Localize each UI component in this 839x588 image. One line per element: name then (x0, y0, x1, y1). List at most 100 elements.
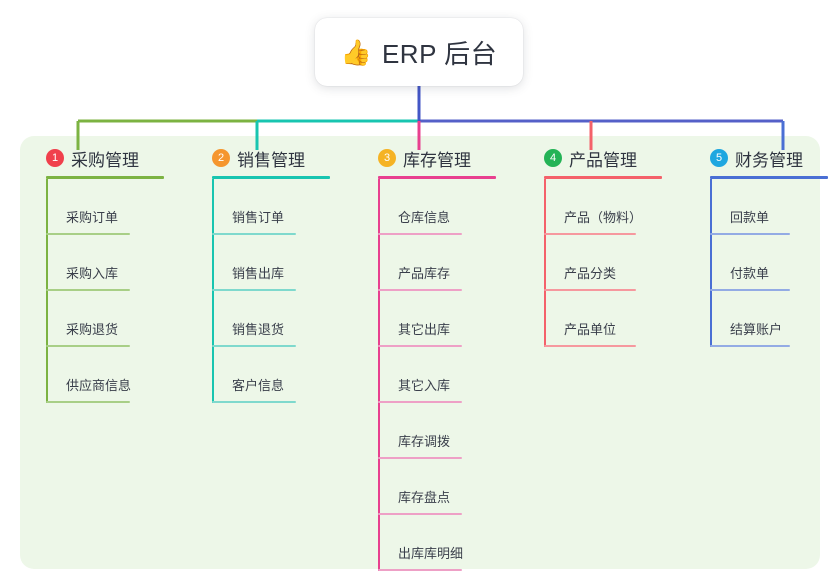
column-title: 采购管理 (71, 150, 139, 170)
list-item-label: 产品库存 (398, 266, 451, 281)
column-1: 1 采购管理采购订单采购入库采购退货供应商信息 (30, 146, 192, 403)
column-spine (544, 179, 546, 347)
column-spine (710, 179, 712, 347)
column-spine (46, 179, 48, 403)
list-item-rule (378, 457, 462, 459)
list-item-rule (46, 289, 130, 291)
list-item[interactable]: 其它入库 (362, 347, 530, 403)
number-badge-icon: 5 (710, 149, 728, 167)
column-5: 5 财务管理回款单付款单结算账户 (694, 146, 828, 347)
number-badge-icon: 1 (46, 149, 64, 167)
list-item-label: 结算账户 (730, 322, 783, 337)
list-item[interactable]: 出库库明细 (362, 515, 530, 571)
list-item-label: 采购订单 (66, 210, 119, 225)
list-item-rule (378, 289, 462, 291)
column-3: 3 库存管理仓库信息产品库存其它出库其它入库库存调拨库存盘点出库库明细 (362, 146, 530, 571)
list-item-rule (378, 345, 462, 347)
list-item-rule (710, 289, 790, 291)
list-item[interactable]: 产品库存 (362, 235, 530, 291)
column-title: 库存管理 (403, 150, 471, 170)
column-title: 产品管理 (569, 150, 637, 170)
list-item-label: 其它出库 (398, 322, 451, 337)
list-item-rule (46, 233, 130, 235)
column-header-rule (710, 176, 828, 179)
list-item[interactable]: 销售退货 (196, 291, 358, 347)
list-item-rule (378, 569, 462, 571)
list-item-label: 库存调拨 (398, 434, 451, 449)
column-header-rule (544, 176, 662, 179)
list-item-rule (378, 401, 462, 403)
thumbs-up-icon: 👍 (340, 38, 372, 67)
list-item-label: 销售退货 (232, 322, 285, 337)
column-header-5[interactable]: 5 财务管理 (694, 146, 824, 170)
list-item-label: 付款单 (730, 266, 770, 281)
column-4: 4 产品管理产品（物料） 产品分类产品单位 (528, 146, 696, 347)
list-item-label: 产品（物料） (564, 210, 643, 225)
list-item-label: 仓库信息 (398, 210, 451, 225)
list-item[interactable]: 采购订单 (30, 179, 192, 235)
list-item-rule (710, 345, 790, 347)
number-badge-icon: 2 (212, 149, 230, 167)
list-item-rule (378, 233, 462, 235)
column-header-rule (378, 176, 496, 179)
number-badge-icon: 4 (544, 149, 562, 167)
list-item[interactable]: 销售订单 (196, 179, 358, 235)
list-item[interactable]: 产品分类 (528, 235, 696, 291)
list-item-rule (378, 513, 462, 515)
list-item-label: 供应商信息 (66, 378, 132, 393)
column-header-3[interactable]: 3 库存管理 (362, 146, 530, 170)
list-item[interactable]: 产品（物料） (528, 179, 696, 235)
column-header-rule (46, 176, 164, 179)
list-item[interactable]: 其它出库 (362, 291, 530, 347)
list-item[interactable]: 客户信息 (196, 347, 358, 403)
column-title: 销售管理 (237, 150, 305, 170)
list-item-rule (212, 289, 296, 291)
diagram-background-panel (20, 136, 820, 569)
column-header-2[interactable]: 2 销售管理 (196, 146, 358, 170)
column-items-2: 销售订单销售出库销售退货客户信息 (196, 179, 358, 403)
column-items-3: 仓库信息产品库存其它出库其它入库库存调拨库存盘点出库库明细 (362, 179, 530, 571)
list-item[interactable]: 采购入库 (30, 235, 192, 291)
list-item[interactable]: 回款单 (694, 179, 824, 235)
list-item-label: 产品单位 (564, 322, 617, 337)
list-item-label: 销售订单 (232, 210, 285, 225)
column-items-5: 回款单付款单结算账户 (694, 179, 824, 347)
column-header-rule (212, 176, 330, 179)
list-item[interactable]: 仓库信息 (362, 179, 530, 235)
list-item-rule (544, 289, 636, 291)
list-item[interactable]: 库存盘点 (362, 459, 530, 515)
column-spine (378, 179, 380, 571)
number-badge-icon: 3 (378, 149, 396, 167)
list-item[interactable]: 产品单位 (528, 291, 696, 347)
list-item-rule (46, 345, 130, 347)
list-item-label: 销售出库 (232, 266, 285, 281)
column-spine (212, 179, 214, 403)
list-item-rule (212, 401, 296, 403)
column-items-1: 采购订单采购入库采购退货供应商信息 (30, 179, 192, 403)
column-header-1[interactable]: 1 采购管理 (30, 146, 192, 170)
column-header-4[interactable]: 4 产品管理 (528, 146, 696, 170)
column-items-4: 产品（物料） 产品分类产品单位 (528, 179, 696, 347)
list-item[interactable]: 库存调拨 (362, 403, 530, 459)
list-item[interactable]: 结算账户 (694, 291, 824, 347)
list-item-label: 回款单 (730, 210, 770, 225)
list-item[interactable]: 销售出库 (196, 235, 358, 291)
list-item[interactable]: 采购退货 (30, 291, 192, 347)
list-item-rule (544, 233, 636, 235)
list-item[interactable]: 付款单 (694, 235, 824, 291)
list-item-label: 采购退货 (66, 322, 119, 337)
root-node-erp-backend[interactable]: 👍 ERP 后台 (315, 18, 523, 86)
list-item-label: 采购入库 (66, 266, 119, 281)
list-item-rule (544, 345, 636, 347)
list-item-rule (710, 233, 790, 235)
list-item-rule (46, 401, 130, 403)
list-item[interactable]: 供应商信息 (30, 347, 192, 403)
list-item-label: 出库库明细 (398, 546, 464, 561)
column-title: 财务管理 (735, 150, 803, 170)
list-item-label: 产品分类 (564, 266, 617, 281)
list-item-label: 客户信息 (232, 378, 285, 393)
list-item-label: 库存盘点 (398, 490, 451, 505)
column-2: 2 销售管理销售订单销售出库销售退货客户信息 (196, 146, 358, 403)
list-item-label: 其它入库 (398, 378, 451, 393)
